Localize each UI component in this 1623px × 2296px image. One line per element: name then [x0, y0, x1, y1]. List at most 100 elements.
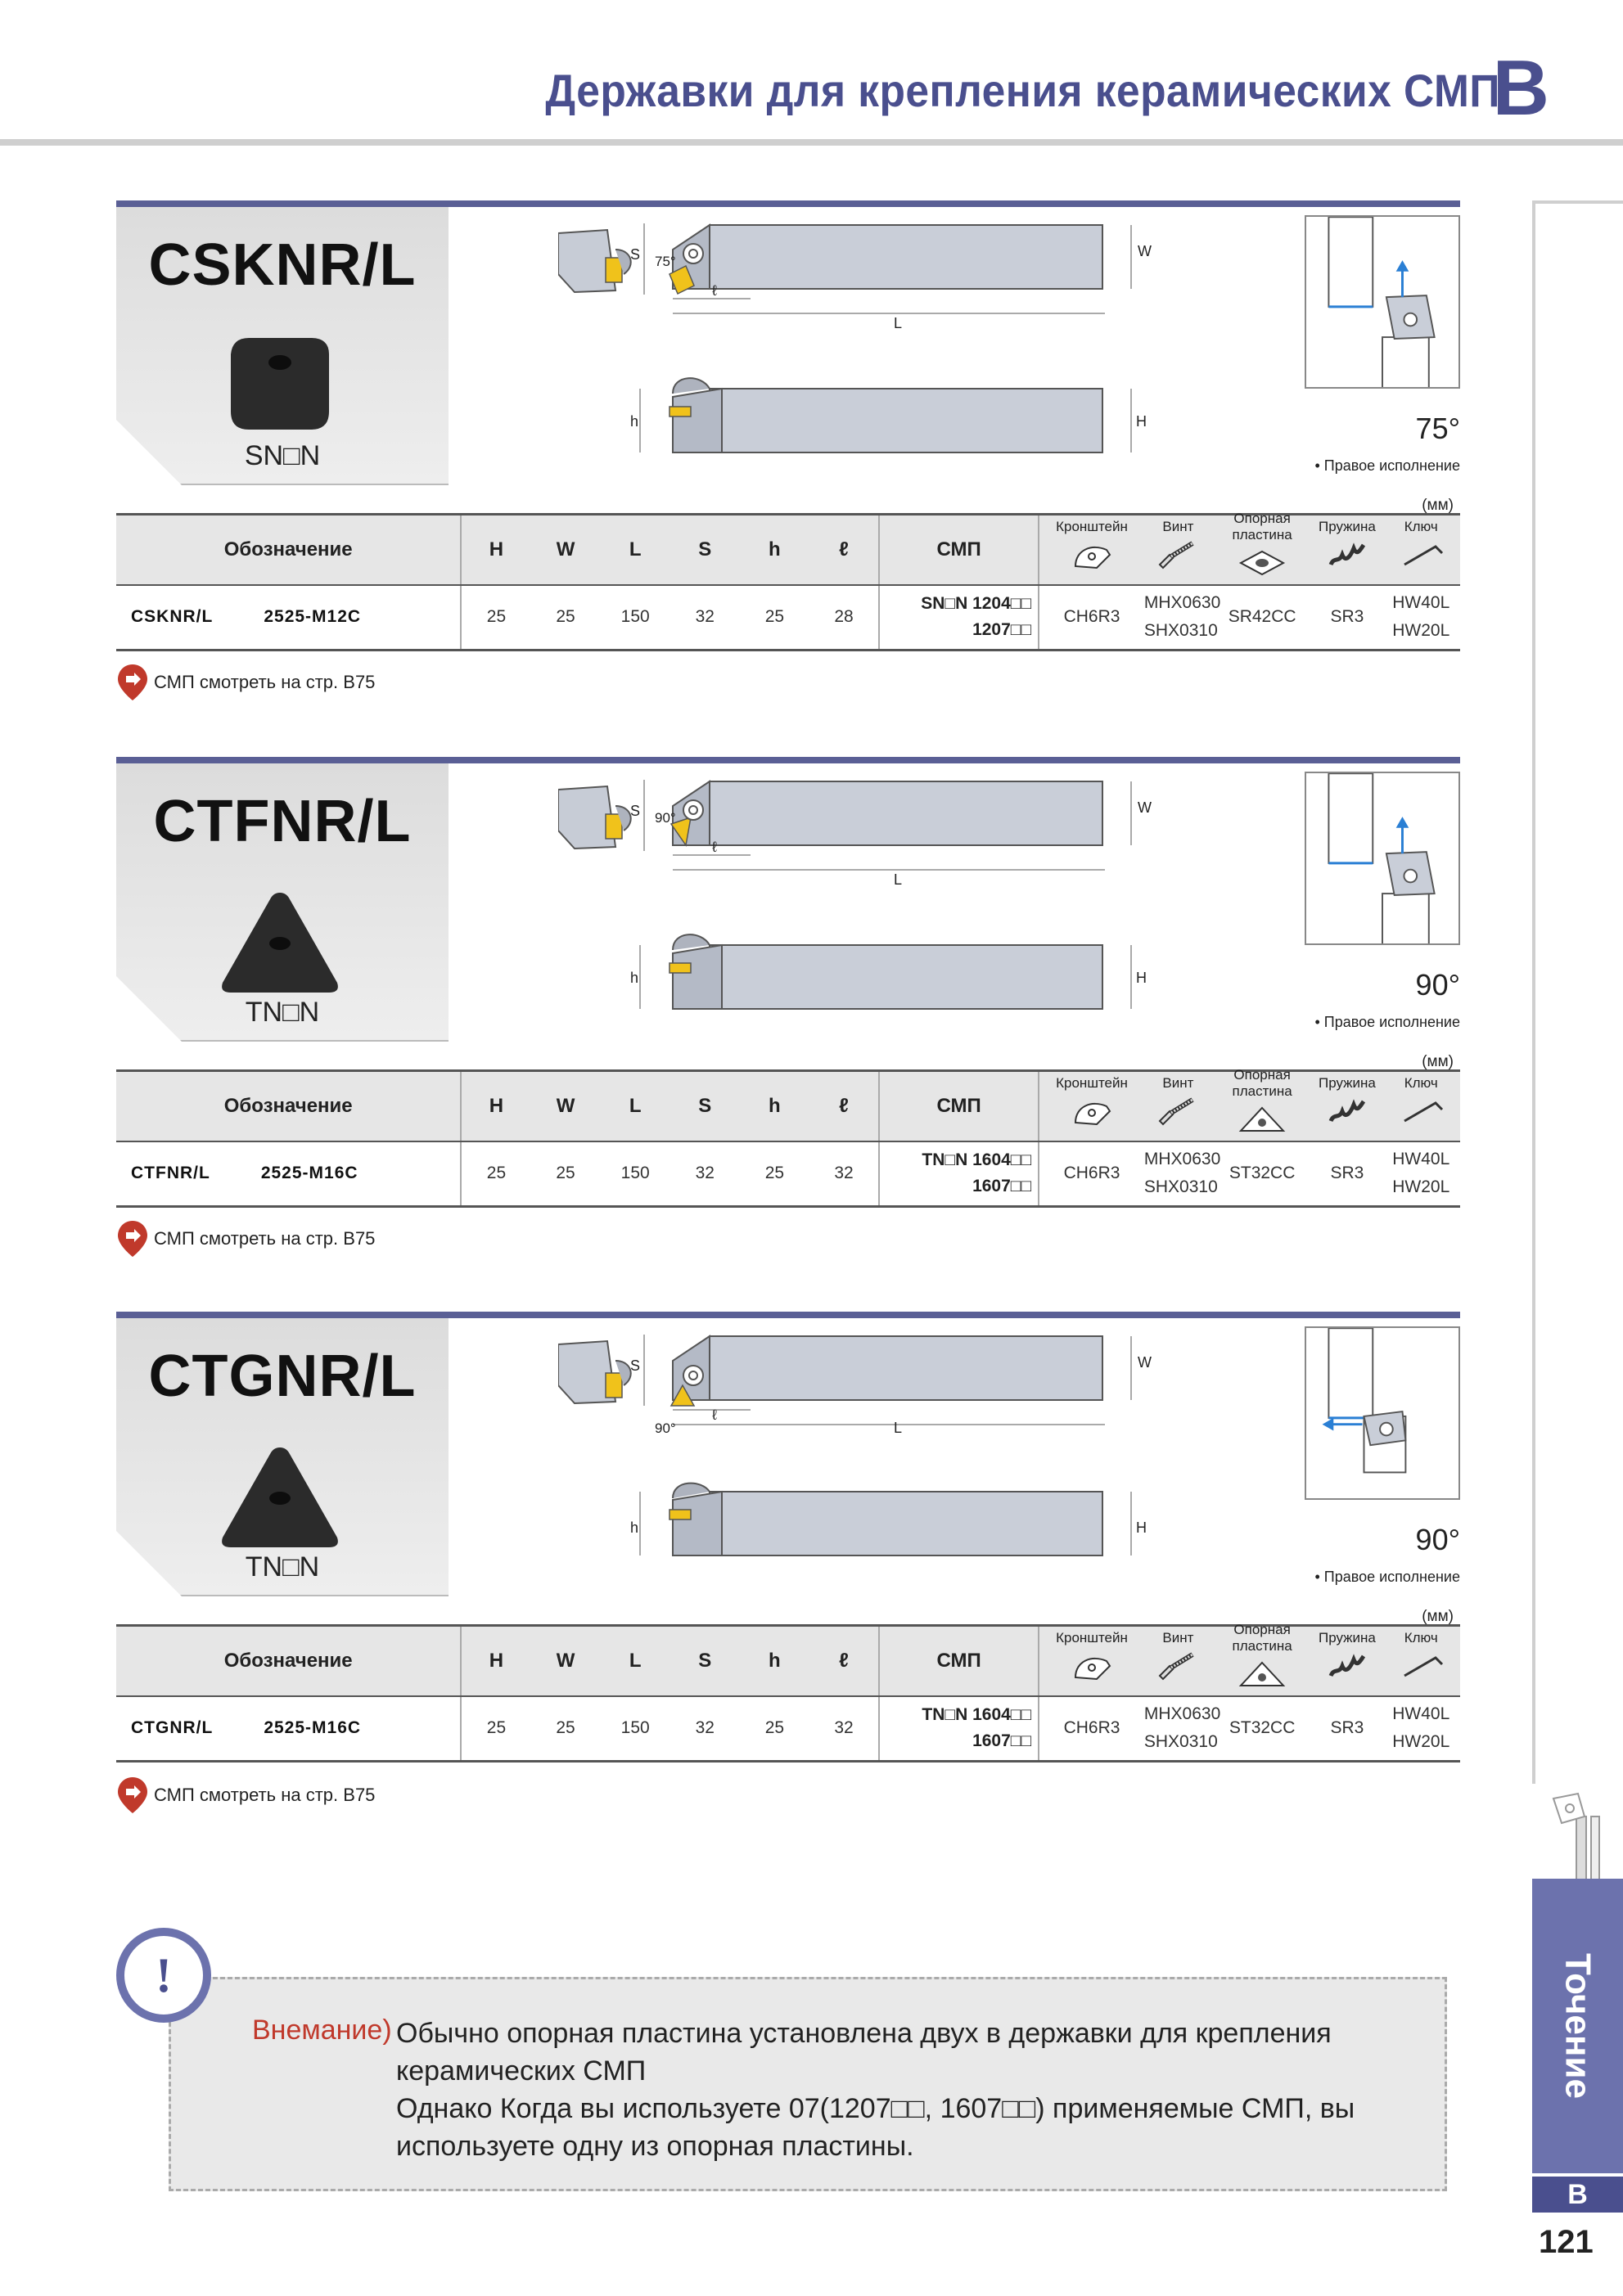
dim-angle-label: 75°: [655, 254, 676, 269]
cell-S: 32: [669, 1695, 740, 1763]
approach-angle: 90°: [1415, 1523, 1460, 1556]
toolholder-section: CTGNR/L TN□N S 90° ℓ L W: [116, 1312, 1460, 1763]
col-shim: Опорная пластина: [1211, 511, 1313, 586]
col-H: H: [460, 1069, 531, 1142]
square-insert-icon: [231, 338, 329, 430]
cutting-direction-view: [1305, 1326, 1460, 1500]
dim-W-label: W: [1138, 799, 1152, 816]
col-designation: Обозначение: [116, 1069, 462, 1142]
key-icon: [1404, 1101, 1444, 1123]
section-tab-letter: B: [1532, 2177, 1623, 2213]
side-elevation: [639, 934, 1132, 1010]
col-H: H: [460, 1624, 531, 1697]
page-title: Державки для крепления керамических СМП: [545, 65, 1500, 116]
col-screw: Винт: [1143, 1069, 1212, 1142]
col-screw: Винт: [1143, 513, 1212, 586]
section-top-bar: [116, 757, 1460, 763]
approach-angle: 75°: [1415, 412, 1460, 445]
cell-spring: SR3: [1312, 1695, 1382, 1763]
end-view: [558, 228, 632, 294]
col-bracket: Кронштейн: [1038, 1624, 1144, 1697]
section-tab[interactable]: [1532, 1879, 1623, 2173]
dim-W-label: W: [1138, 1354, 1152, 1371]
col-insert: СМП: [878, 513, 1039, 586]
unit-label: (мм): [1422, 1608, 1454, 1625]
tool-drawing: S 75° ℓ L W h H: [558, 223, 1152, 453]
col-designation: Обозначение: [116, 513, 462, 586]
hand-note: • Правое исполнение: [1314, 1569, 1460, 1585]
col-insert: СМП: [878, 1624, 1039, 1697]
key-icon: [1404, 544, 1444, 566]
insert-page-note[interactable]: СМП смотреть на стр. B75: [116, 1776, 375, 1815]
dim-l-label: ℓ: [712, 839, 717, 855]
spec-table: Обозначение H W L S h ℓ СМП Кронштейн Ви…: [116, 511, 1460, 651]
attention-line: керамических СМП: [396, 2055, 647, 2087]
holder-code: CTFNR/L: [153, 789, 412, 854]
col-L: L: [600, 1624, 670, 1697]
cell-insert: SN□N 1204□□1207□□: [878, 584, 1039, 651]
col-L: L: [600, 513, 670, 586]
col-S: S: [669, 1624, 740, 1697]
insert-page-note-text[interactable]: СМП смотреть на стр. B75: [154, 1228, 376, 1249]
dim-L-label: L: [894, 315, 902, 331]
col-W: W: [530, 513, 601, 586]
col-h: h: [739, 1069, 809, 1142]
attention-icon: !: [116, 1928, 211, 2023]
col-key: Ключ: [1382, 513, 1460, 586]
insert-page-note-text[interactable]: СМП смотреть на стр. B75: [154, 672, 376, 692]
attention-text: Обычно опорная пластина установлена двух…: [396, 2015, 1355, 2165]
unit-label: (мм): [1422, 1053, 1454, 1070]
side-frame-line: [1532, 200, 1535, 1784]
cell-h: 25: [739, 1141, 809, 1208]
col-spring: Пружина: [1312, 1624, 1382, 1697]
cell-h: 25: [739, 584, 809, 651]
spec-table: Обозначение H W L S h ℓ СМП Кронштейн Ви…: [116, 1067, 1460, 1208]
insert-page-note-text[interactable]: СМП смотреть на стр. B75: [154, 1785, 376, 1805]
plan-view: [643, 1335, 1132, 1425]
cell-bracket: CH6R3: [1038, 1141, 1144, 1208]
col-shim: Опорная пластина: [1211, 1067, 1313, 1142]
cell-W: 25: [530, 1695, 601, 1763]
section-title-panel: CTGNR/L TN□N: [116, 1318, 449, 1596]
col-bracket: Кронштейн: [1038, 1069, 1144, 1142]
cutting-direction-view: [1305, 772, 1460, 945]
attention-line: Однако Когда вы используете 07(1207□□, 1…: [396, 2093, 1355, 2124]
dim-S-label: S: [630, 1357, 640, 1374]
col-W: W: [530, 1624, 601, 1697]
insert-view: [605, 257, 623, 283]
col-bracket: Кронштейн: [1038, 513, 1144, 586]
end-view: [558, 785, 632, 850]
cell-S: 32: [669, 1141, 740, 1208]
col-S: S: [669, 513, 740, 586]
page-reference-icon: [118, 664, 147, 700]
insert-page-note[interactable]: СМП смотреть на стр. B75: [116, 663, 375, 702]
col-spring: Пружина: [1312, 1069, 1382, 1142]
end-view: [558, 1339, 632, 1405]
cell-spring: SR3: [1312, 1141, 1382, 1208]
tool-drawing: S 90° ℓ L W h H: [558, 780, 1152, 1010]
cell-shim: ST32CC: [1211, 1141, 1313, 1208]
spring-icon: [1328, 1654, 1365, 1677]
unit-label: (мм): [1422, 497, 1454, 514]
section-tab-label[interactable]: Точение: [1558, 1953, 1598, 2099]
col-shim: Опорная пластина: [1211, 1622, 1313, 1697]
hand-note: • Правое исполнение: [1314, 457, 1460, 474]
col-screw: Винт: [1143, 1624, 1212, 1697]
section-title-panel: CSKNR/L SN□N: [116, 207, 449, 485]
dim-H-label: H: [1136, 413, 1147, 430]
insert-page-note[interactable]: СМП смотреть на стр. B75: [116, 1219, 375, 1258]
approach-angle: 90°: [1415, 968, 1460, 1002]
dim-S-label: S: [630, 803, 640, 819]
cell-spring: SR3: [1312, 584, 1382, 651]
plan-view: [643, 780, 1132, 871]
spec-header-row: Обозначение H W L S h ℓ СМП Кронштейн Ви…: [116, 1067, 1460, 1142]
page-reference-icon: [118, 1221, 147, 1257]
